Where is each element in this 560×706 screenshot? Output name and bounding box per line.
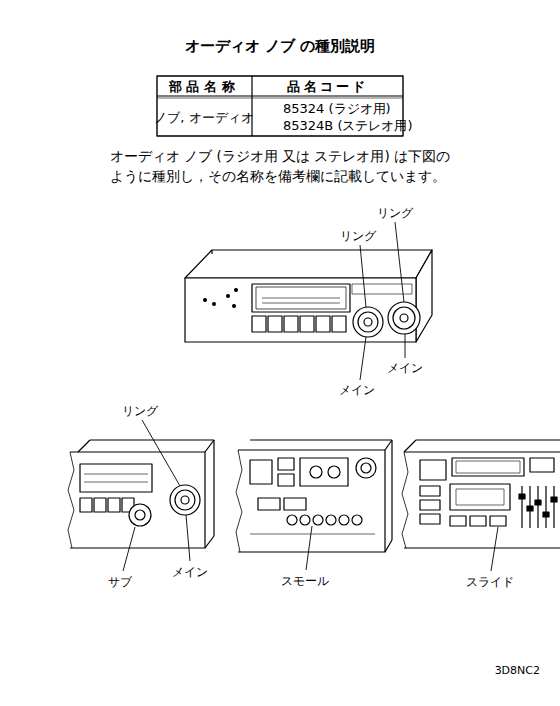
stereo-unit xyxy=(236,440,392,552)
part-label: メイン xyxy=(339,383,375,397)
table-header: 部品名称 xyxy=(169,79,239,95)
figure-code: 3D8NC2 xyxy=(495,664,540,677)
leader-line xyxy=(491,527,498,571)
leader-line xyxy=(123,420,190,571)
leader-line xyxy=(306,526,312,570)
part-label: サブ xyxy=(108,575,132,589)
table-cell: ノブ, オーディオ xyxy=(154,110,253,126)
part-label: メイン xyxy=(387,361,423,375)
part-label: リング xyxy=(340,229,376,243)
part-label: リング xyxy=(377,206,413,220)
page-title: オーディオ ノブ の種別説明 xyxy=(185,37,375,55)
table-header: 品名コード xyxy=(287,79,368,95)
table-cell: 85324 (ラジオ用) xyxy=(283,101,391,117)
table-cell: 85324B (ステレオ用) xyxy=(283,118,413,134)
leader-line xyxy=(360,222,405,380)
note-text: オーディオ ノブ (ラジオ用 又は ステレオ用) は下図のように種別し，その名称… xyxy=(110,146,458,187)
part-label: リング xyxy=(122,404,158,418)
part-label: スライド xyxy=(466,575,514,589)
radio-unit xyxy=(68,440,214,548)
stereo-unit xyxy=(402,440,560,548)
radio-unit xyxy=(185,250,432,342)
part-label: メイン xyxy=(172,565,208,579)
part-label: スモール xyxy=(281,574,329,588)
